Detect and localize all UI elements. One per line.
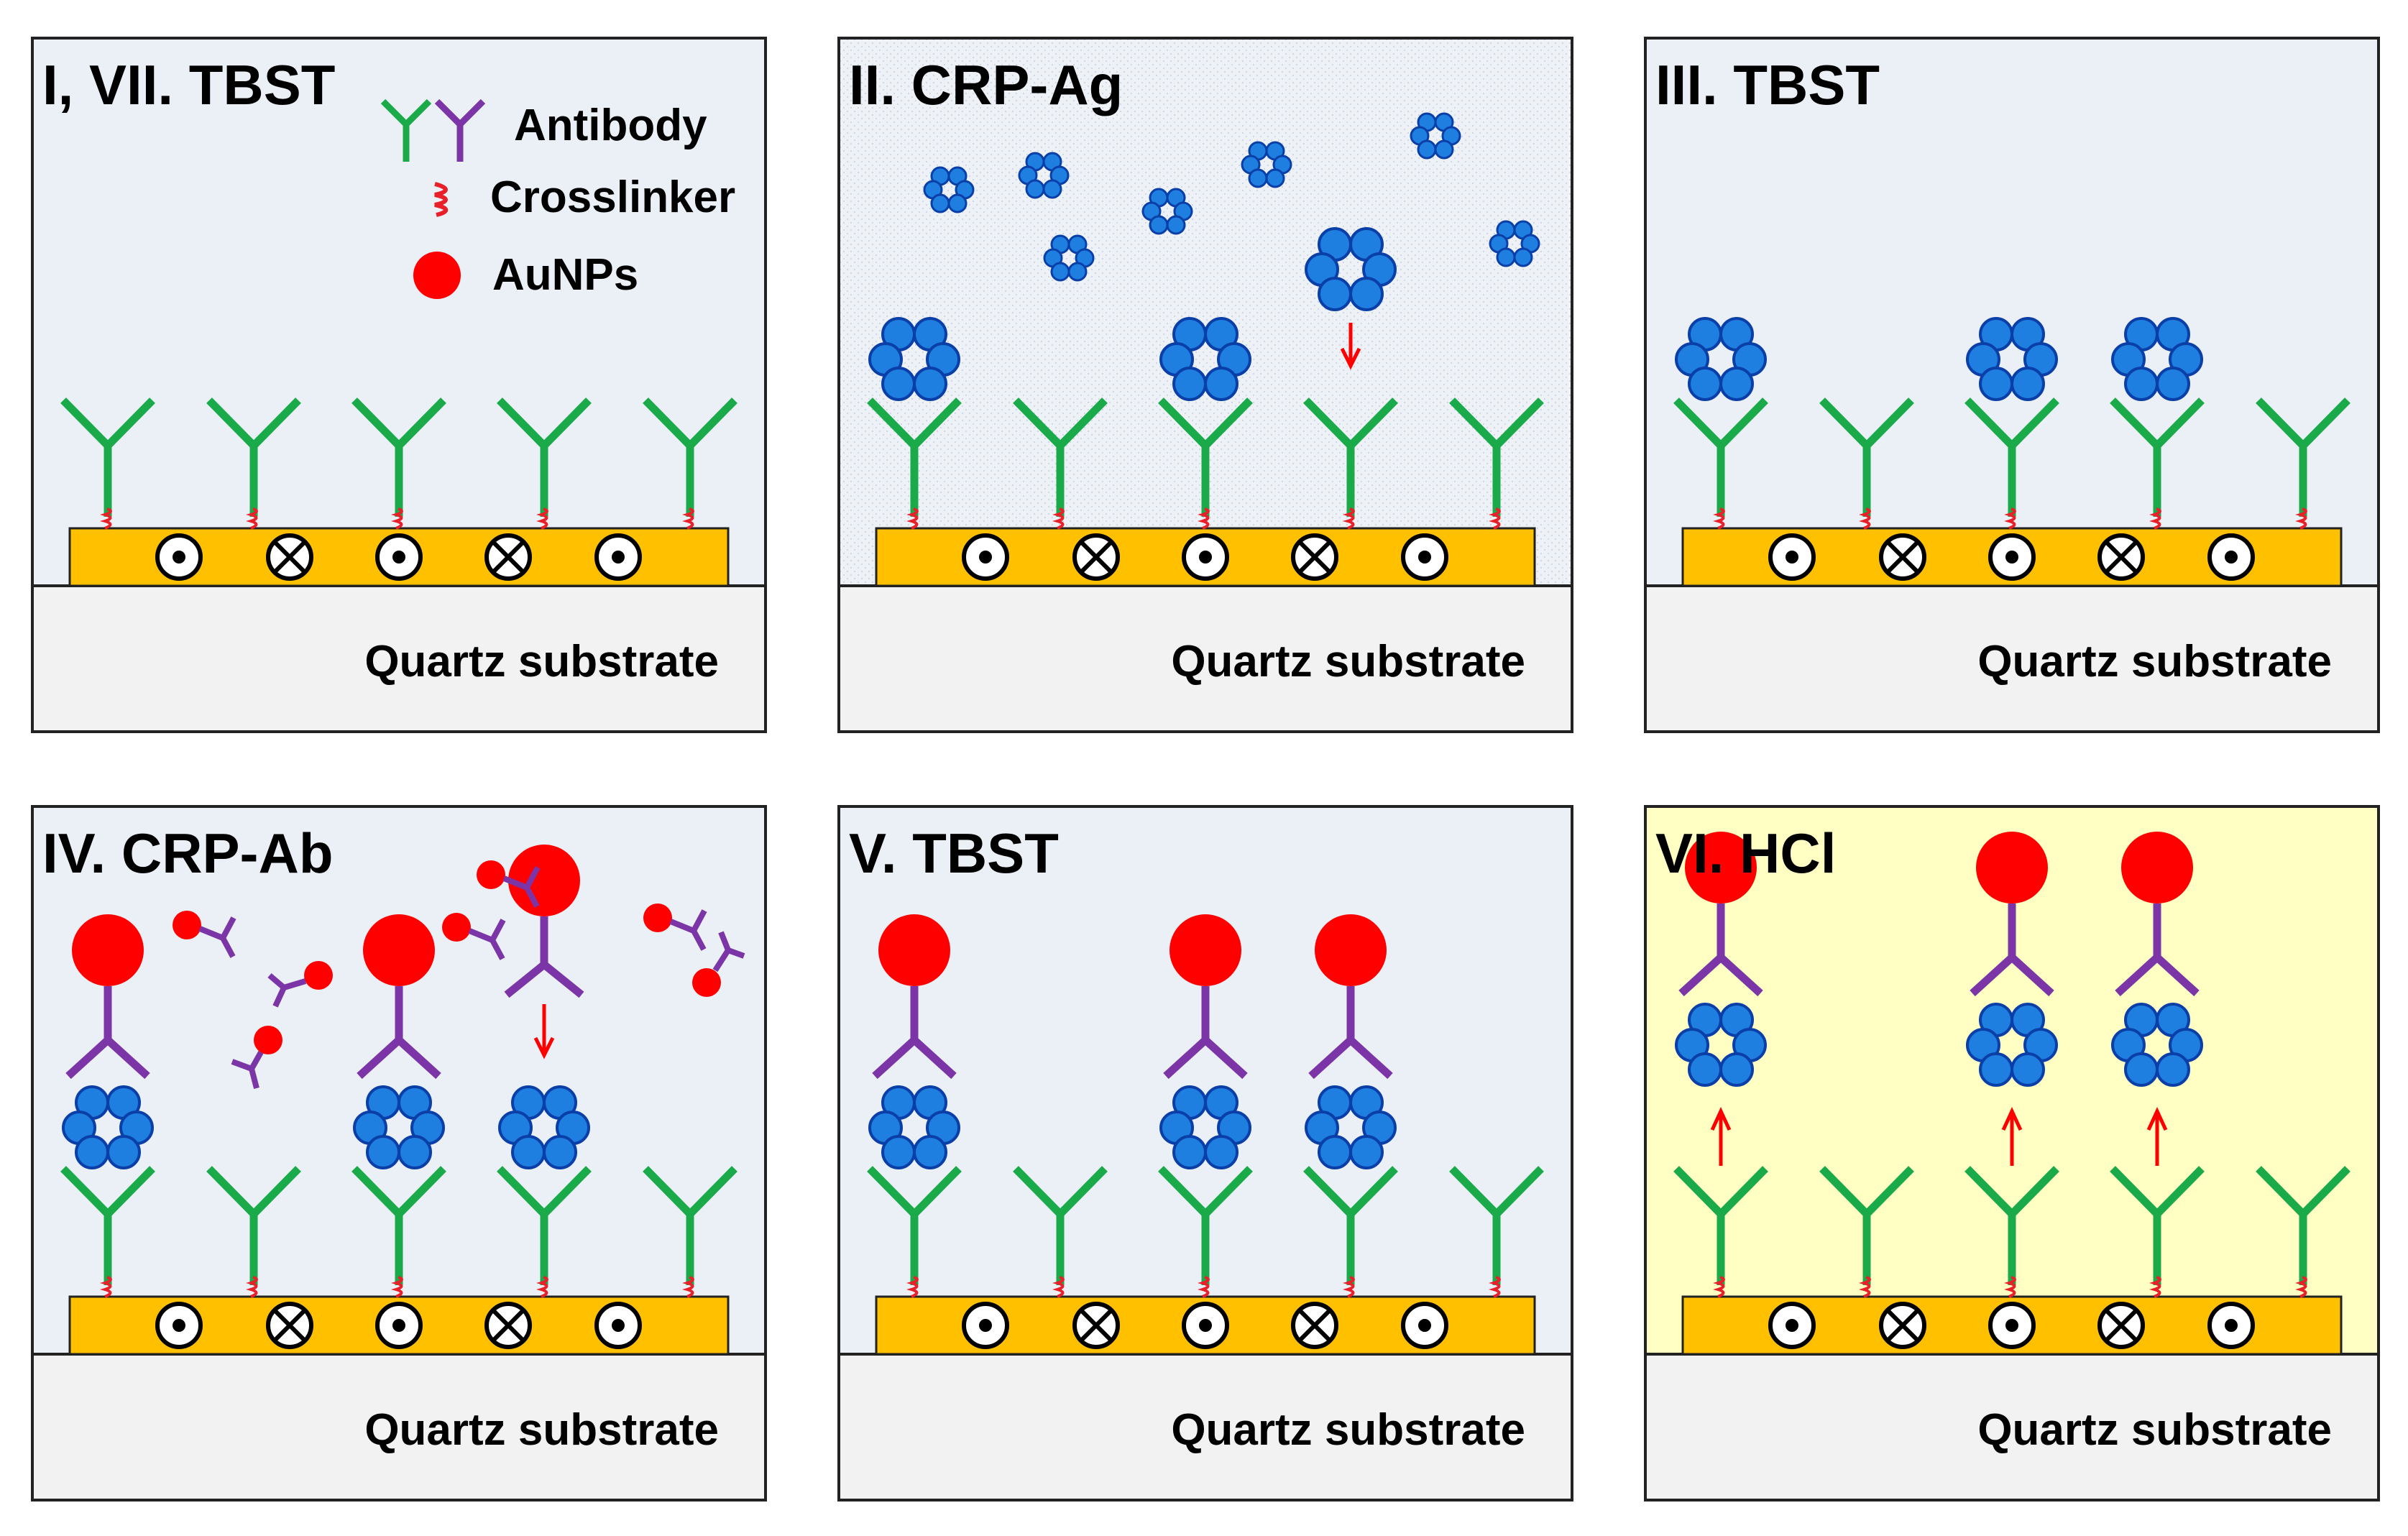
free-detection-antibody: [231, 1026, 282, 1090]
dot-in-circle-icon: [597, 1304, 640, 1347]
up-arrow-icon: [2001, 1107, 2023, 1166]
dot-in-circle-icon: [597, 535, 640, 579]
panel-title: V. TBST: [849, 822, 1059, 885]
cross-in-circle-icon: [1881, 1304, 1924, 1347]
cross-in-circle-icon: [1293, 1304, 1336, 1347]
down-arrow-icon: [1340, 323, 1361, 370]
panel-title: III. TBST: [1655, 53, 1880, 116]
panel-3: III. TBST Quartz substrate: [1644, 37, 2380, 733]
dot-in-circle-icon: [964, 535, 1007, 579]
cross-in-circle-icon: [1075, 1304, 1118, 1347]
aunp-legend-icon: [413, 252, 461, 299]
cross-in-circle-icon: [1075, 535, 1118, 579]
legend-crosslinker-label: Crosslinker: [490, 173, 735, 222]
legend-antibody-label: Antibody: [514, 101, 707, 150]
down-arrow-icon: [533, 1004, 555, 1059]
substrate-label: Quartz substrate: [364, 1405, 719, 1455]
cross-in-circle-icon: [268, 535, 311, 579]
dot-in-circle-icon: [1770, 535, 1814, 579]
cross-in-circle-icon: [268, 1304, 311, 1347]
substrate-label: Quartz substrate: [364, 637, 719, 686]
dot-in-circle-icon: [157, 1304, 201, 1347]
crosslinker-legend-icon: [434, 182, 449, 217]
dot-in-circle-icon: [1403, 535, 1446, 579]
dot-in-circle-icon: [1990, 535, 2034, 579]
quartz-substrate: [31, 584, 767, 733]
panel-title: VI. HCl: [1655, 822, 1836, 885]
cross-in-circle-icon: [2100, 535, 2143, 579]
dot-in-circle-icon: [964, 1304, 1007, 1347]
dot-in-circle-icon: [377, 535, 421, 579]
cross-in-circle-icon: [1293, 535, 1336, 579]
up-arrow-icon: [1710, 1107, 1732, 1166]
panel-title: IV. CRP-Ab: [42, 822, 334, 885]
panel-title: II. CRP-Ag: [849, 53, 1123, 116]
incoming-detection-antibody: [504, 845, 584, 1059]
dot-in-circle-icon: [1770, 1304, 1814, 1347]
panel-2: II. CRP-Ag Quartz substrate: [837, 37, 1573, 733]
cross-in-circle-icon: [1881, 535, 1924, 579]
legend: Antibody Crosslinker AuNPs: [380, 98, 735, 300]
dot-in-circle-icon: [377, 1304, 421, 1347]
dot-in-circle-icon: [1184, 535, 1227, 579]
antibody-legend-icon-purple: [434, 98, 486, 162]
dot-in-circle-icon: [1184, 1304, 1227, 1347]
dot-in-circle-icon: [2210, 535, 2253, 579]
cross-in-circle-icon: [487, 1304, 530, 1347]
panel-6: VI. HCl Quartz substrate: [1644, 805, 2380, 1501]
dot-in-circle-icon: [1990, 1304, 2034, 1347]
legend-aunps-label: AuNPs: [492, 250, 638, 300]
substrate-label: Quartz substrate: [1171, 637, 1525, 686]
up-arrow-icon: [2146, 1107, 2168, 1166]
quartz-substrate: [31, 1353, 767, 1501]
quartz-substrate: [837, 1353, 1573, 1501]
substrate-label: Quartz substrate: [1977, 1405, 2332, 1455]
dot-in-circle-icon: [2210, 1304, 2253, 1347]
cross-in-circle-icon: [2100, 1304, 2143, 1347]
substrate-label: Quartz substrate: [1171, 1405, 1525, 1455]
cross-in-circle-icon: [487, 535, 530, 579]
substrate-label: Quartz substrate: [1977, 637, 2332, 686]
dot-in-circle-icon: [1403, 1304, 1446, 1347]
panel-5: V. TBST Quartz substrate: [837, 805, 1573, 1501]
panel-1: I, VII. TBST Quartz substrate Antibody C…: [31, 37, 767, 733]
dot-in-circle-icon: [157, 535, 201, 579]
quartz-substrate: [1644, 1353, 2380, 1501]
quartz-substrate: [1644, 584, 2380, 733]
antibody-legend-icon: [380, 98, 432, 162]
panel-title: I, VII. TBST: [42, 53, 335, 116]
free-detection-antibody: [692, 931, 745, 997]
panel-4: IV. CRP-Ab Quartz substrate: [31, 805, 767, 1501]
free-detection-antibody: [267, 961, 333, 1008]
